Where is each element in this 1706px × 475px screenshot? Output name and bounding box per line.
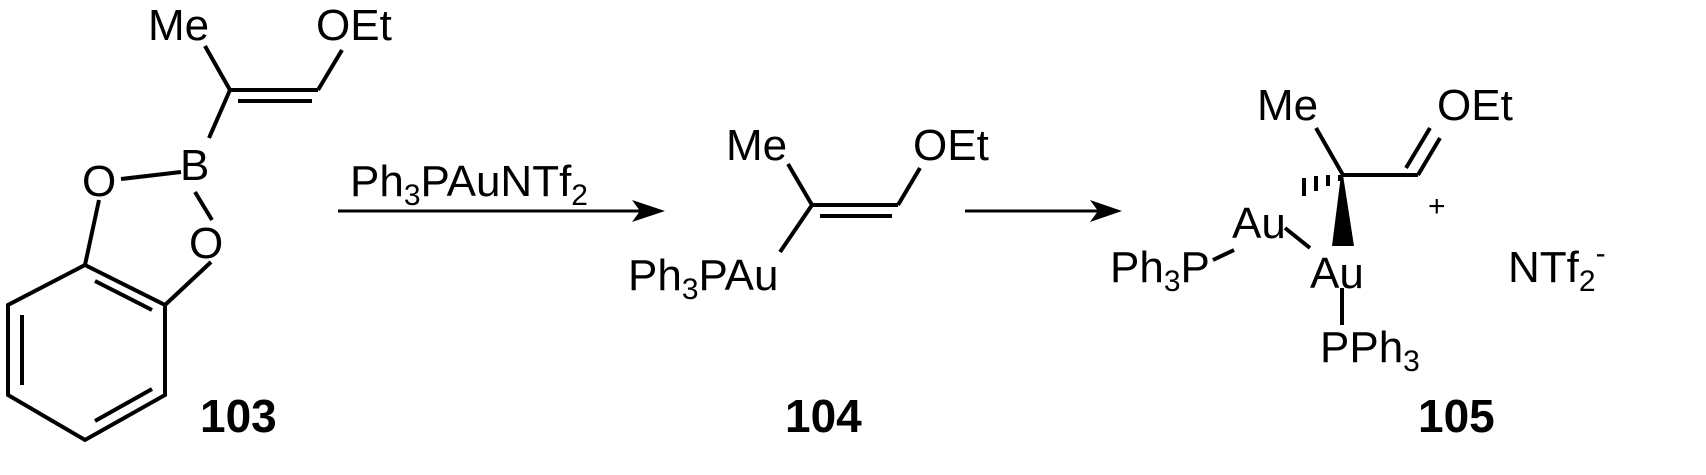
bond-p-au-left <box>1212 248 1235 262</box>
benzene-ring <box>6 262 167 443</box>
wedge-bond-c-au-right <box>1332 175 1354 246</box>
compound-number-105: 105 <box>1418 390 1495 442</box>
bond-o-lower-ring <box>163 260 213 307</box>
atom-me: Me <box>1257 81 1318 130</box>
atom-o-upper: O <box>82 157 116 206</box>
bond-me-c <box>203 45 232 91</box>
compound-104: Me OEt Ph3PAu 104 <box>628 121 989 442</box>
compound-number-103: 103 <box>200 390 277 442</box>
bond-me-c <box>786 162 814 207</box>
atom-me: Me <box>726 121 787 170</box>
bond-ch-o <box>1416 136 1442 177</box>
ligand-ph3pau: Ph3PAu <box>628 251 778 306</box>
benzene-double-1 <box>94 279 153 312</box>
reaction-arrow-2 <box>965 200 1122 222</box>
compound-103: Me OEt B O O 103 <box>6 1 392 443</box>
hashed-bond-c-au-left <box>1302 175 1342 196</box>
atom-au-left: Au <box>1232 199 1286 248</box>
bond-au-au <box>1283 226 1312 250</box>
atom-oet: OEt <box>913 121 989 170</box>
atom-oet: OEt <box>316 1 392 50</box>
reagent-label: Ph3PAuNTf2 <box>350 157 588 212</box>
bond-b-o-upper <box>120 170 182 181</box>
bond-ch-o-double <box>1404 126 1432 170</box>
atom-oet: OEt <box>1437 81 1513 130</box>
compound-number-104: 104 <box>785 390 862 442</box>
charge-plus: + <box>1428 190 1446 223</box>
arrow-2-head <box>1090 200 1122 222</box>
bond-c-oet <box>316 48 344 92</box>
bond-c-au <box>778 203 814 254</box>
ligand-ph3p: Ph3P <box>1110 243 1210 298</box>
bond-o-upper-ring <box>83 199 101 266</box>
compound-105: Me OEt + Au Au Ph3P PPh3 NTf2- 105 <box>1110 81 1606 442</box>
ligand-pph3: PPh3 <box>1320 323 1420 378</box>
atom-me: Me <box>148 1 209 50</box>
atom-au-right: Au <box>1310 249 1364 298</box>
bond-c-oet <box>896 166 922 207</box>
atom-o-lower: O <box>189 219 223 268</box>
benzene-double-2 <box>94 387 153 423</box>
arrow-1-head <box>632 200 665 222</box>
bond-c-me <box>1314 127 1345 176</box>
bond-c-b <box>207 89 232 139</box>
counterion-ntf2: NTf2- <box>1508 237 1606 298</box>
bond-b-o-lower <box>193 190 214 222</box>
reaction-arrow-1: Ph3PAuNTf2 <box>338 157 665 222</box>
atom-b: B <box>180 141 209 190</box>
